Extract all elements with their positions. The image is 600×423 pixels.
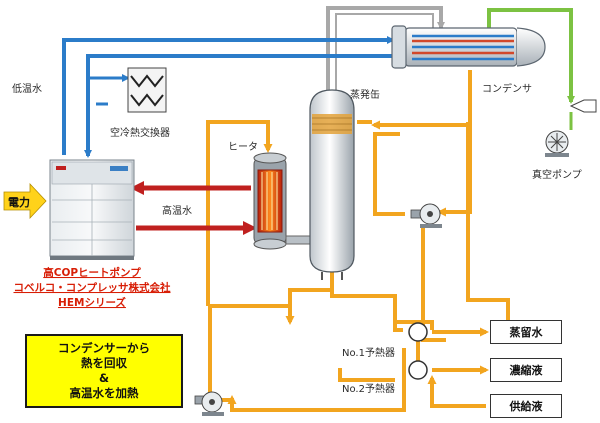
heater-label: ヒータ bbox=[228, 141, 258, 153]
preheater-2-label: No.2予熱器 bbox=[342, 382, 395, 395]
air-cooled-heat-exchanger bbox=[127, 67, 167, 113]
concentrate-box: 濃縮液 bbox=[490, 358, 562, 382]
heater bbox=[253, 152, 313, 250]
note-line-2: 熱を回収 bbox=[81, 356, 127, 370]
heat-pump-caption-2: コベルコ・コンプレッサ株式会社 bbox=[14, 281, 171, 294]
process-pump bbox=[410, 203, 442, 228]
vacuum-pump-label: 真空ポンプ bbox=[532, 168, 582, 181]
evaporator bbox=[309, 89, 355, 280]
power-label: 電力 bbox=[8, 196, 30, 209]
note-line-4: 高温水を加熱 bbox=[69, 386, 139, 400]
vacuum-pump-machine bbox=[545, 99, 597, 157]
low-temp-water-label: 低温水 bbox=[12, 82, 42, 95]
heat-pump-unit bbox=[49, 159, 135, 260]
power-arrow bbox=[3, 182, 47, 220]
condenser-label: コンデンサ bbox=[482, 82, 532, 95]
heat-pump-caption-3: HEMシリーズ bbox=[58, 296, 126, 309]
condenser bbox=[391, 25, 546, 69]
note-line-3: & bbox=[98, 371, 110, 385]
feed-pump bbox=[194, 391, 224, 416]
process-lines bbox=[206, 70, 510, 412]
preheater-1-label: No.1予熱器 bbox=[342, 346, 395, 359]
feed-liquid-box: 供給液 bbox=[490, 394, 562, 418]
high-temp-water-label: 高温水 bbox=[162, 204, 192, 217]
heat-pump-caption-1: 高COPヒートポンプ bbox=[43, 266, 141, 279]
low-temp-water-line bbox=[62, 36, 395, 158]
air-cooled-hx-label: 空冷熱交換器 bbox=[110, 126, 170, 139]
high-temp-water-arrows bbox=[130, 181, 257, 235]
distilled-water-box: 蒸留水 bbox=[490, 320, 562, 344]
preheater-circles bbox=[408, 322, 428, 380]
evaporator-label: 蒸発缶 bbox=[350, 88, 380, 101]
vapor-line bbox=[326, 6, 445, 90]
cooling-line bbox=[487, 8, 575, 104]
note-line-1: コンデンサーから bbox=[58, 341, 150, 355]
note-box: コンデンサーから 熱を回収 & 高温水を加熱 bbox=[25, 334, 183, 408]
